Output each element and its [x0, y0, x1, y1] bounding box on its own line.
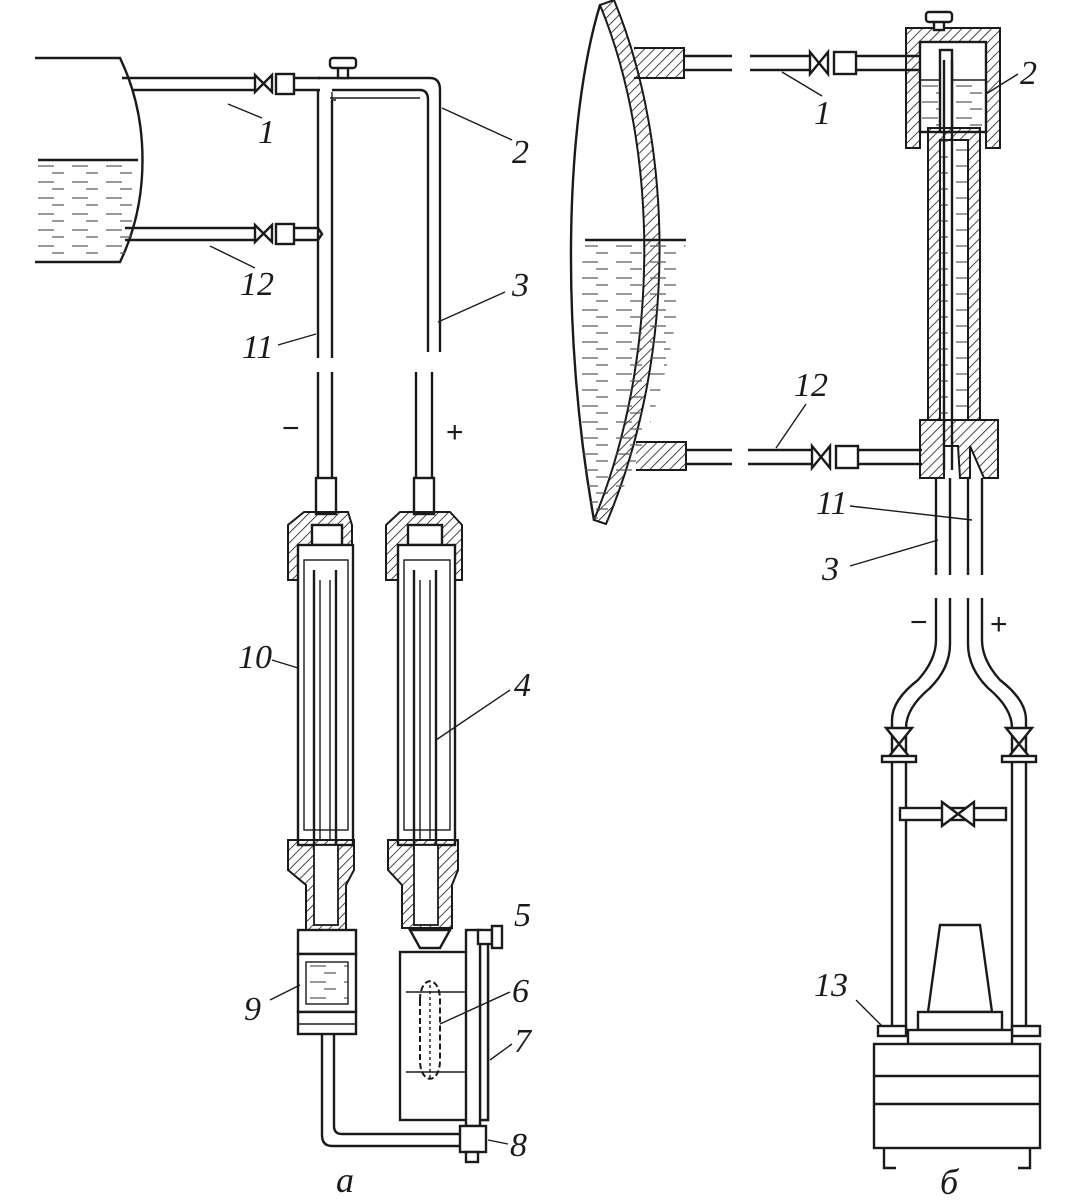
vessel-a — [35, 56, 144, 264]
scheme-b: 1 2 12 11 3 − + 13 б — [569, 0, 1042, 1202]
sign-minus-b: − — [910, 606, 928, 639]
column-b — [927, 60, 981, 470]
sign-minus-a: − — [282, 412, 300, 445]
header-2-a — [318, 56, 442, 352]
vessel-b — [569, 0, 686, 526]
block-9 — [296, 928, 358, 1036]
label-2-a: 2 — [512, 134, 529, 171]
chamber-2-b — [905, 10, 1001, 149]
tubes-down-b — [890, 478, 1028, 1030]
label-3-b: 3 — [821, 551, 839, 588]
label-11-a: 11 — [242, 329, 273, 366]
tube-11-a — [314, 90, 338, 516]
label-5-a: 5 — [514, 897, 531, 934]
gauge-column-10 — [287, 511, 355, 931]
label-1-b: 1 — [814, 95, 831, 132]
signal-box-6-7 — [398, 924, 504, 1128]
bottom-tube-8 — [320, 1034, 488, 1164]
lower-block-b — [636, 419, 999, 479]
label-8-a: 8 — [510, 1127, 527, 1164]
label-7-a: 7 — [514, 1023, 533, 1060]
label-13-b: 13 — [814, 967, 848, 1004]
caption-b: б — [940, 1162, 960, 1202]
scheme-a: 1 2 12 3 11 − + 10 4 5 6 9 7 8 а — [35, 56, 533, 1200]
label-6-a: 6 — [512, 973, 529, 1010]
gauge-column-4 — [385, 511, 463, 950]
label-4-a: 4 — [514, 667, 531, 704]
label-12-a: 12 — [240, 266, 274, 303]
sign-plus-a: + — [446, 416, 464, 449]
sign-plus-b: + — [990, 608, 1008, 641]
manometer-13-b — [872, 923, 1042, 1170]
valves-b — [880, 726, 1038, 829]
label-2-b: 2 — [1020, 55, 1037, 92]
tube-3-a — [412, 372, 436, 516]
label-1-a: 1 — [258, 114, 275, 151]
label-9-a: 9 — [244, 991, 261, 1028]
impulse-line-12-a — [125, 222, 324, 246]
impulse-line-1-a — [122, 72, 320, 96]
impulse-line-1-b — [634, 47, 920, 79]
label-10-a: 10 — [238, 639, 272, 676]
caption-a: а — [336, 1160, 354, 1200]
label-11-b: 11 — [816, 485, 847, 522]
label-12-b: 12 — [794, 367, 828, 404]
label-3-a: 3 — [511, 267, 529, 304]
